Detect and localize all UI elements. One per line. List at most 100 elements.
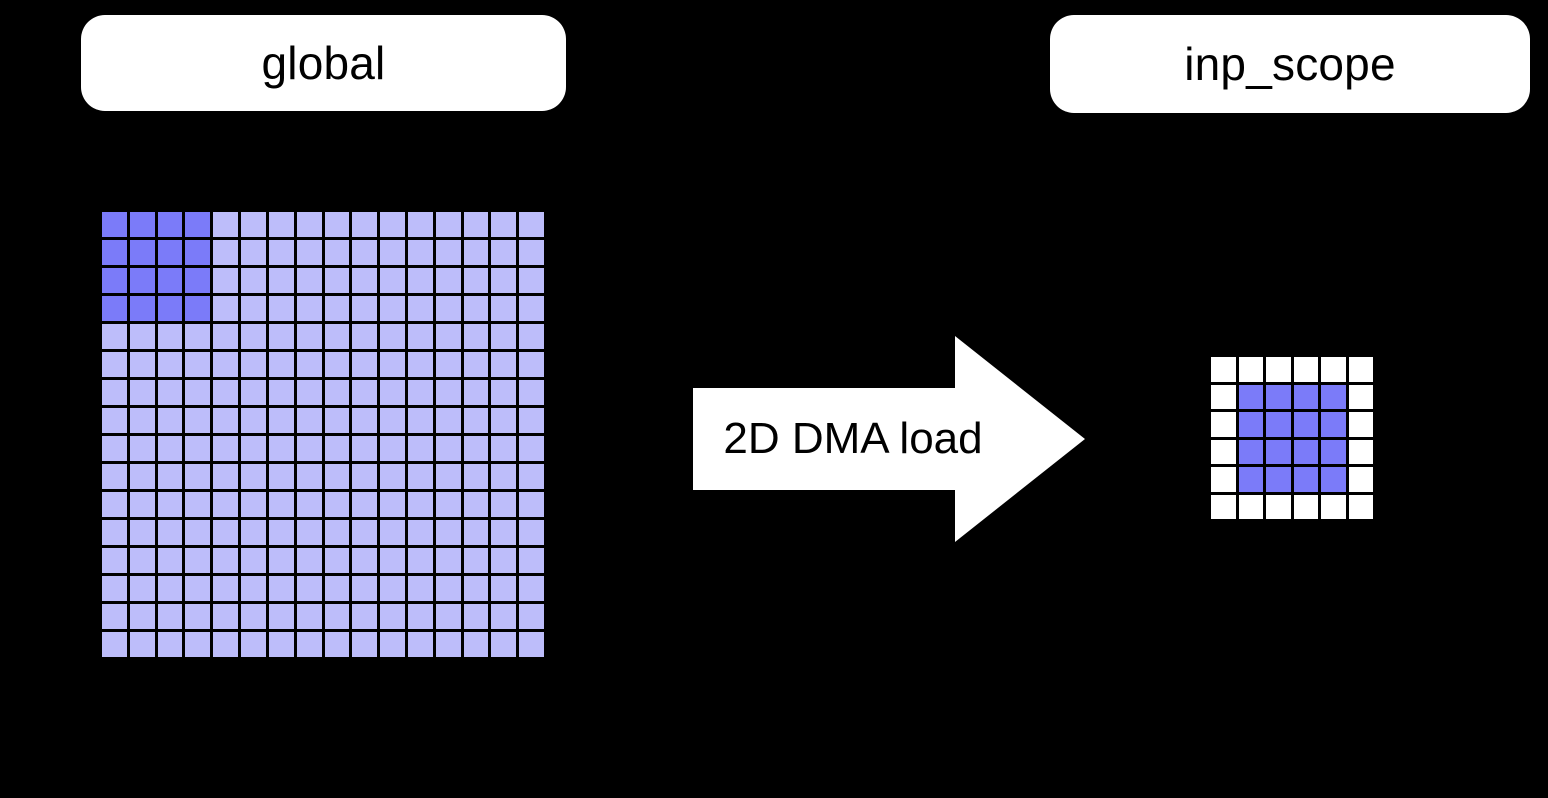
global-grid-cell — [129, 268, 155, 293]
global-grid-cell — [129, 604, 155, 629]
global-grid-cell — [296, 352, 322, 377]
global-grid-cell — [268, 576, 294, 601]
global-grid-cell — [129, 464, 155, 489]
global-grid-cell — [129, 380, 155, 405]
global-grid-cell — [102, 324, 127, 349]
global-grid-cell — [213, 240, 239, 265]
global-grid-cell — [241, 324, 266, 349]
global-grid-cell — [463, 380, 489, 405]
global-grid-cell — [157, 352, 183, 377]
global-grid-cell — [380, 576, 405, 601]
global-grid-cell — [268, 296, 294, 321]
global-grid-cell — [268, 520, 294, 545]
global-grid-cell — [407, 632, 433, 657]
global-grid-cell — [463, 212, 489, 237]
global-grid-cell — [463, 324, 489, 349]
global-grid-cell — [519, 352, 544, 377]
global-grid-cell — [352, 520, 378, 545]
global-grid-cell — [241, 240, 266, 265]
global-grid-cell — [491, 268, 517, 293]
global-grid-cell — [380, 632, 405, 657]
global-grid-cell — [463, 268, 489, 293]
global-grid-cell — [129, 576, 155, 601]
global-grid-cell — [519, 632, 544, 657]
global-grid-cell — [241, 296, 266, 321]
global-grid-cell — [324, 520, 350, 545]
global-grid-cell — [519, 604, 544, 629]
global-grid-cell — [268, 240, 294, 265]
global-grid-cell — [296, 548, 322, 573]
global-grid-cell — [463, 632, 489, 657]
inp-scope-grid-cell — [1266, 357, 1291, 382]
inp-scope-grid-cell — [1348, 357, 1373, 382]
global-grid-cell — [241, 548, 266, 573]
global-grid-cell — [352, 324, 378, 349]
global-grid-cell — [435, 492, 461, 517]
global-grid-cell — [519, 576, 544, 601]
global-grid-cell — [185, 576, 211, 601]
global-grid-cell — [296, 520, 322, 545]
global-grid-cell — [102, 492, 127, 517]
global-grid-cell — [324, 296, 350, 321]
global-grid-cell — [185, 464, 211, 489]
global-grid-cell — [435, 632, 461, 657]
global-grid-cell — [407, 436, 433, 461]
global-grid-cell — [268, 604, 294, 629]
global-grid-cell — [324, 352, 350, 377]
global-grid-cell — [296, 268, 322, 293]
global-grid-cell — [435, 436, 461, 461]
global-grid-cell — [407, 268, 433, 293]
label-global: global — [81, 15, 566, 111]
global-grid-cell — [352, 296, 378, 321]
global-grid-cell — [463, 548, 489, 573]
global-grid-cell — [102, 604, 127, 629]
global-grid-cell — [129, 240, 155, 265]
global-grid-cell — [157, 268, 183, 293]
inp-scope-grid-cell — [1348, 384, 1373, 409]
global-grid-cell — [324, 268, 350, 293]
global-grid-cell — [213, 380, 239, 405]
global-grid-cell — [268, 492, 294, 517]
global-grid-cell — [491, 632, 517, 657]
global-grid-cell — [407, 296, 433, 321]
global-grid-cell — [463, 240, 489, 265]
global-grid-cell — [380, 520, 405, 545]
global-grid-cell — [213, 548, 239, 573]
global-grid-cell — [380, 492, 405, 517]
global-grid-cell — [241, 604, 266, 629]
global-grid-cell — [213, 436, 239, 461]
global-grid-cell — [491, 296, 517, 321]
global-grid-cell — [380, 408, 405, 433]
global-grid-cell — [129, 492, 155, 517]
global-grid-cell — [102, 632, 127, 657]
global-grid-cell — [185, 212, 211, 237]
global-grid-cell — [241, 520, 266, 545]
global-grid-cell — [296, 408, 322, 433]
global-grid-cell — [491, 464, 517, 489]
global-grid-cell — [268, 408, 294, 433]
global-grid-cell — [435, 604, 461, 629]
global-grid-cell — [157, 492, 183, 517]
inp-scope-grid-cell — [1348, 467, 1373, 492]
global-grid-cell — [519, 212, 544, 237]
global-grid-cell — [491, 436, 517, 461]
inp-scope-grid-cell — [1266, 467, 1291, 492]
global-grid-cell — [519, 408, 544, 433]
global-grid-cell — [407, 324, 433, 349]
global-grid-cell — [463, 520, 489, 545]
inp-scope-grid-cell — [1321, 467, 1346, 492]
inp-scope-grid-cell — [1266, 412, 1291, 437]
global-grid-cell — [185, 380, 211, 405]
global-grid-cell — [213, 492, 239, 517]
global-grid-cell — [268, 632, 294, 657]
global-grid-cell — [491, 548, 517, 573]
global-grid-cell — [491, 324, 517, 349]
global-grid-cell — [435, 268, 461, 293]
global-grid-cell — [324, 436, 350, 461]
inp-scope-grid-cell — [1266, 494, 1291, 519]
global-grid-cell — [185, 632, 211, 657]
global-grid-cell — [296, 436, 322, 461]
inp-scope-grid-cell — [1238, 467, 1263, 492]
global-grid-cell — [185, 324, 211, 349]
global-grid-cell — [268, 324, 294, 349]
